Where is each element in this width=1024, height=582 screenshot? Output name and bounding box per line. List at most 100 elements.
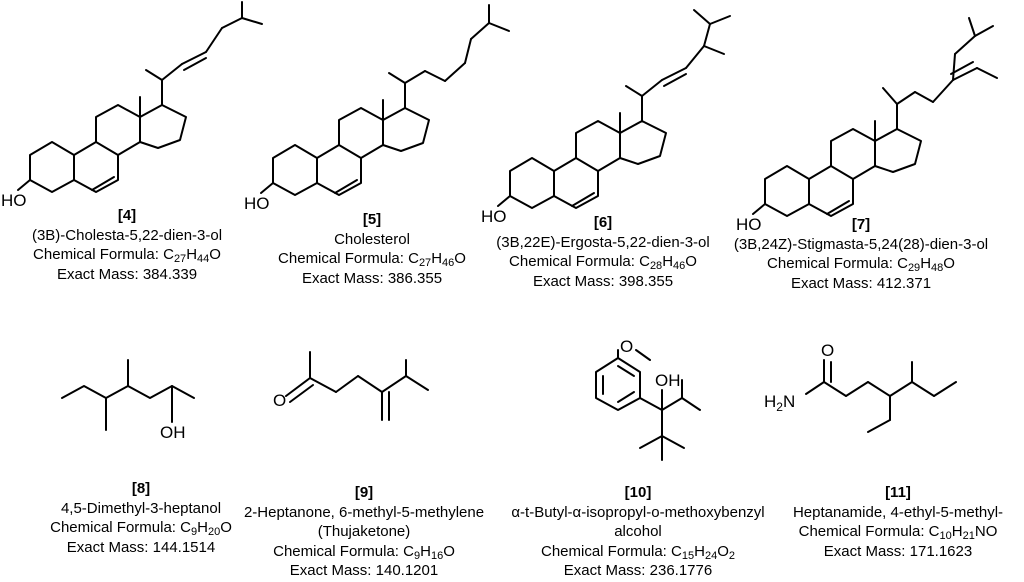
chemical-formula: Chemical Formula: C27H46O (278, 250, 466, 269)
structure-compound-7 (752, 17, 998, 217)
compound-number: [6] (593, 214, 613, 231)
formula-subscript: 10 (939, 530, 952, 542)
compound-name-line-2: alcohol (614, 523, 662, 540)
carbonyl-oxygen-label-11: O (821, 341, 835, 360)
hydroxyl-label-7: HO (736, 215, 762, 234)
formula-element: C (163, 246, 174, 263)
structure-compound-9 (285, 351, 429, 421)
methoxy-oxygen-label-10: O (620, 337, 634, 356)
exact-mass: Exact Mass: 140.1201 (289, 562, 439, 579)
formula-subscript: 16 (430, 549, 444, 562)
hydroxyl-label-5: HO (244, 194, 270, 213)
caption-compound-5: [5] Cholesterol Chemical Formula: C27H46… (278, 210, 466, 288)
formula-element: C (408, 250, 419, 267)
formula-element: NO (974, 523, 998, 540)
structure-compound-4 (17, 1, 263, 193)
formula-subscript: 48 (931, 262, 944, 274)
structure-compound-5 (260, 4, 510, 196)
exact-mass: Exact Mass: 412.371 (790, 274, 932, 292)
chemical-formula: Chemical Formula: C9H16O (273, 542, 455, 562)
structure-compound-11 (805, 359, 957, 433)
chemical-formula: Chemical Formula: C9H20O (50, 519, 232, 538)
chemical-formula: Chemical Formula: C29H48O (767, 255, 955, 274)
caption-compound-9: [9] 2-Heptanone, 6-methyl-5-methylene (T… (244, 483, 484, 581)
compound-name: Heptanamide, 4-ethyl-5-methyl- (792, 503, 1004, 521)
compound-name: (3B)-Cholesta-5,22-dien-3-ol (31, 226, 223, 244)
chemical-formula: Chemical Formula: C27H44O (33, 246, 221, 265)
formula-element: C (928, 523, 940, 540)
compound-number: [7] (851, 216, 871, 233)
formula-element: H (662, 253, 674, 270)
formula-subscript: 9 (414, 549, 421, 562)
formula-subscript: 46 (673, 260, 686, 272)
compound-number: [10] (624, 484, 652, 501)
formula-subscript: 21 (962, 530, 975, 542)
amide-hydrogen: H (764, 392, 777, 411)
formula-element: C (671, 542, 682, 560)
formula-element: O (454, 250, 466, 267)
formula-subscript: 29 (907, 262, 921, 274)
formula-element: O (220, 519, 232, 536)
formula-subscript: 27 (173, 253, 187, 265)
compound-number: [9] (354, 484, 374, 501)
structure-compound-8 (61, 359, 195, 431)
formula-subscript: 9 (191, 526, 198, 538)
exact-mass: Exact Mass: 236.1776 (563, 562, 713, 579)
formula-element: H (197, 519, 208, 536)
compound-name: (3B,22E)-Ergosta-5,22-dien-3-ol (496, 233, 710, 251)
formula-element: O (943, 255, 955, 272)
hydroxyl-label-6: HO (481, 207, 507, 226)
hydroxyl-label-8: OH (160, 423, 186, 442)
exact-mass: Exact Mass: 144.1514 (66, 538, 216, 556)
exact-mass: Exact Mass: 398.355 (532, 272, 674, 290)
exact-mass: Exact Mass: 386.355 (301, 269, 443, 287)
compound-name: Cholesterol (334, 230, 410, 248)
formula-subscript: 46 (442, 257, 455, 269)
caption-compound-7: [7] (3B,24Z)-Stigmasta-5,24(28)-dien-3-o… (734, 215, 988, 293)
formula-element: C (639, 253, 650, 270)
hydroxyl-label-4: HO (1, 191, 27, 210)
structure-compound-10-methoxy (635, 349, 651, 361)
formula-element: H (431, 250, 443, 267)
formula-subscript: 20 (207, 526, 221, 538)
hydroxyl-label-10: OH (655, 371, 681, 390)
formula-subscript: 28 (649, 260, 663, 272)
formula-element: C (403, 542, 414, 560)
compound-name: α-t-Butyl-α-isopropyl-o-methoxybenzyl (511, 503, 765, 521)
formula-element: H (694, 542, 705, 560)
chemical-formula: Chemical Formula: C10H21NO (798, 523, 998, 542)
formula-subscript: 15 (681, 549, 695, 562)
amide-hydrogen-count: 2 (776, 400, 783, 414)
formula-element: H (186, 246, 198, 263)
formula-element: O (443, 542, 455, 560)
caption-compound-4: [4] (3B)-Cholesta-5,22-dien-3-ol Chemica… (32, 206, 222, 284)
compound-number: [4] (117, 207, 137, 224)
compound-name: 4,5-Dimethyl-3-heptanol (60, 499, 222, 517)
amide-nitrogen: N (782, 392, 796, 411)
chemical-formula: Chemical Formula: C28H46O (509, 253, 697, 272)
formula-subscript: 27 (418, 257, 432, 269)
amide-nitrogen-label-11: H2N (764, 392, 796, 414)
caption-compound-10: [10] α-t-Butyl-α-isopropyl-o-methoxybenz… (511, 483, 764, 581)
structure-compound-6 (497, 9, 731, 209)
formula-element: H (920, 255, 932, 272)
formula-element: H (420, 542, 431, 560)
formula-subscript: 44 (197, 253, 210, 265)
exact-mass: Exact Mass: 384.339 (56, 265, 198, 283)
carbonyl-oxygen-label-9: O (273, 391, 287, 410)
compound-number: [5] (362, 211, 382, 228)
formula-element: H (951, 523, 963, 540)
formula-subscript: 24 (704, 549, 718, 562)
formula-element: O (717, 542, 729, 560)
compound-name: 2-Heptanone, 6-methyl-5-methylene (243, 503, 485, 521)
caption-compound-8: [8] 4,5-Dimethyl-3-heptanol Chemical For… (50, 479, 232, 557)
formula-element: C (180, 519, 191, 536)
compound-number: [11] (885, 484, 911, 501)
compound-name-line-2: (Thujaketone) (317, 523, 411, 540)
compound-number: [8] (131, 480, 151, 497)
caption-compound-11: [11] Heptanamide, 4-ethyl-5-methyl- Chem… (793, 483, 1003, 561)
compound-name: (3B,24Z)-Stigmasta-5,24(28)-dien-3-ol (733, 235, 989, 253)
structure-compound-10 (595, 349, 701, 461)
formula-element: O (209, 246, 221, 263)
